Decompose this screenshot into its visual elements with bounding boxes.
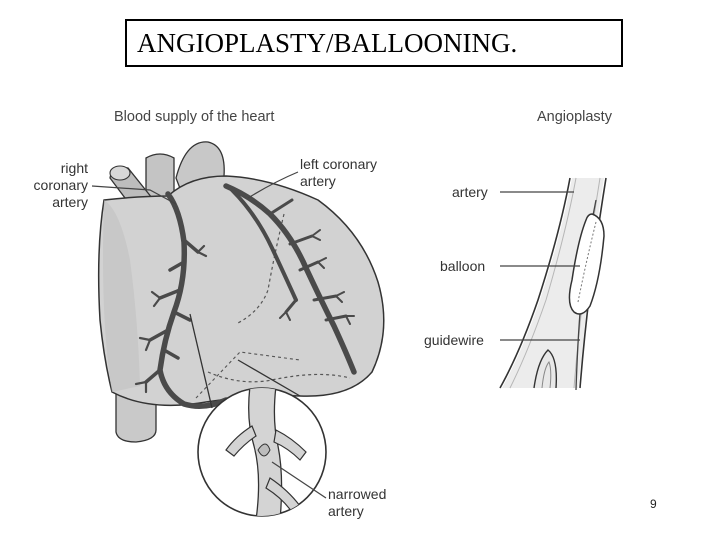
heart-body xyxy=(97,175,385,407)
pulmonary-opening xyxy=(109,165,131,181)
leader-lines xyxy=(91,171,580,499)
right-heading: Angioplasty xyxy=(537,109,612,125)
left-coronary-artery-label-line: left coronary xyxy=(300,156,378,172)
slide-title: ANGIOPLASTY/BALLOONING. xyxy=(137,28,518,58)
narrowed-artery-label-line: narrowed xyxy=(328,486,387,502)
slide-title-box: ANGIOPLASTY/BALLOONING. xyxy=(125,19,623,67)
guidewire-label: guidewire xyxy=(424,332,484,348)
left-coronary-artery-label-line: artery xyxy=(300,173,336,189)
balloon-label: balloon xyxy=(440,258,486,274)
left-coronary-artery-label: left coronary artery xyxy=(300,156,377,190)
right-coronary-artery-label-line: right xyxy=(60,160,88,176)
artery-label: artery xyxy=(452,184,488,200)
right-coronary-artery-label: right coronary artery xyxy=(18,160,88,211)
narrowed-artery-label-line: artery xyxy=(328,503,364,519)
heart-drawing xyxy=(97,141,385,443)
left-heading: Blood supply of the heart xyxy=(114,109,275,125)
right-coronary-artery-label-line: coronary xyxy=(33,177,88,193)
artery-wall-left xyxy=(499,177,571,389)
magnified-narrowed-artery-inset xyxy=(189,313,327,517)
narrowed-artery-label: narrowed artery xyxy=(328,486,386,520)
right-coronary-artery-label-line: artery xyxy=(52,194,88,210)
balloon xyxy=(568,213,605,315)
page-number: 9 xyxy=(650,497,657,511)
right-coronary-artery xyxy=(157,191,229,409)
angioplasty-artery-drawing xyxy=(499,177,607,391)
